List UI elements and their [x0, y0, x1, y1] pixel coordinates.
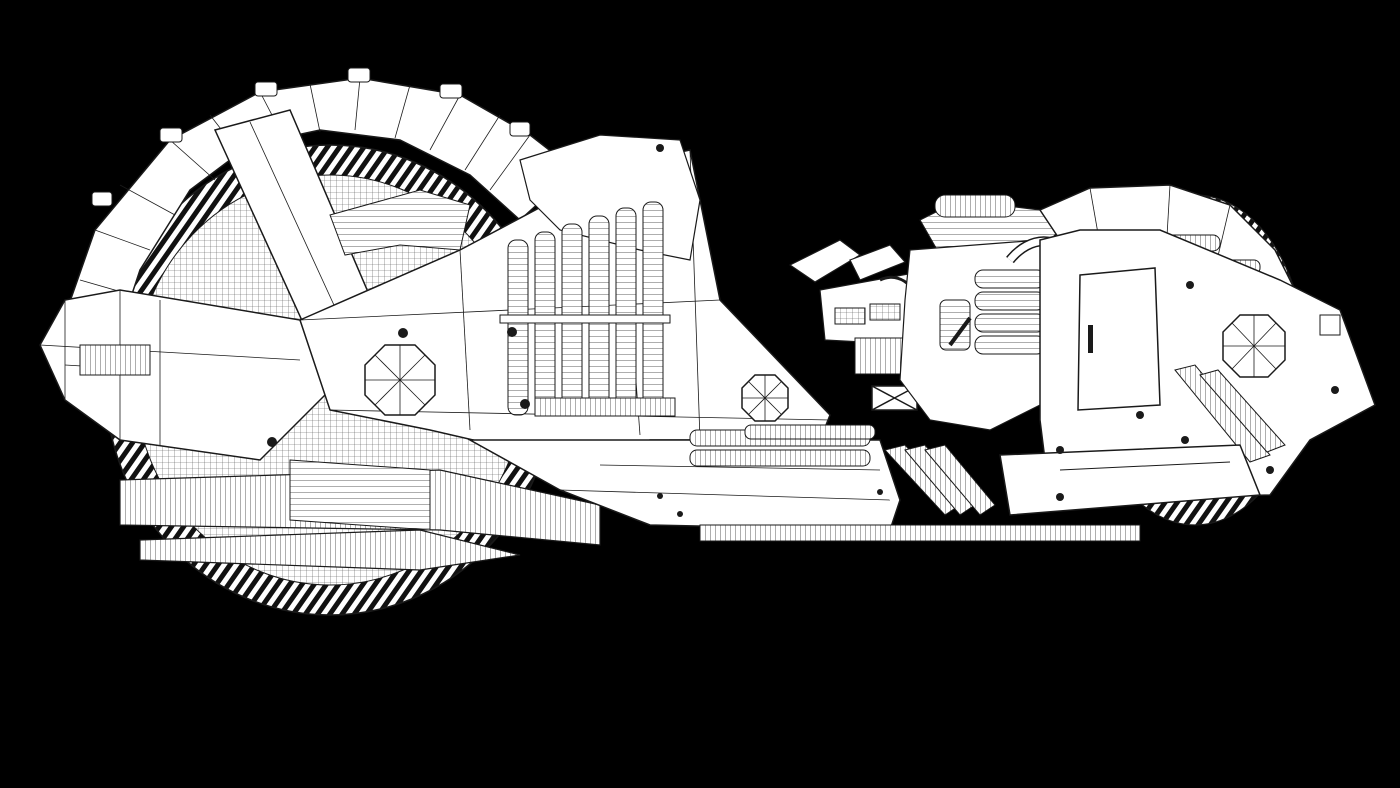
rear-bolts — [1056, 281, 1339, 501]
engine-housing — [899, 239, 1061, 431]
engine-black-bar — [948, 316, 972, 347]
coil-base-bar — [534, 397, 676, 417]
rear-tail-cap — [1319, 314, 1341, 336]
vehicle-chassis — [267, 134, 1141, 542]
rear-door-panel — [1077, 267, 1161, 411]
exhaust-downpipes — [884, 444, 996, 516]
engine-cylinders — [939, 269, 1046, 355]
rear-octagon-vent — [1222, 314, 1286, 378]
rear-lower-skirt — [999, 444, 1262, 516]
rear-diagonal-pipes — [1174, 364, 1271, 463]
front-armor-knobs — [91, 67, 531, 207]
rear-section — [999, 184, 1376, 526]
seat-hump — [934, 194, 1016, 218]
engine-block — [884, 236, 1075, 516]
horizontal-pipe-bundle — [689, 424, 876, 467]
handlebar-right — [849, 244, 907, 281]
octagon-vent-middle — [741, 374, 789, 422]
handlebar-left — [788, 239, 862, 283]
underside-ribbed-rail — [699, 524, 1141, 542]
coil-clamp-bar — [499, 314, 671, 324]
dash-cylinder — [854, 337, 906, 375]
front-nose-cylinder — [79, 344, 151, 376]
vertical-coil-pipes — [507, 201, 664, 416]
front-lower-pipes — [119, 459, 601, 571]
door-handle — [1088, 325, 1093, 353]
octagon-vent-front — [364, 344, 436, 416]
